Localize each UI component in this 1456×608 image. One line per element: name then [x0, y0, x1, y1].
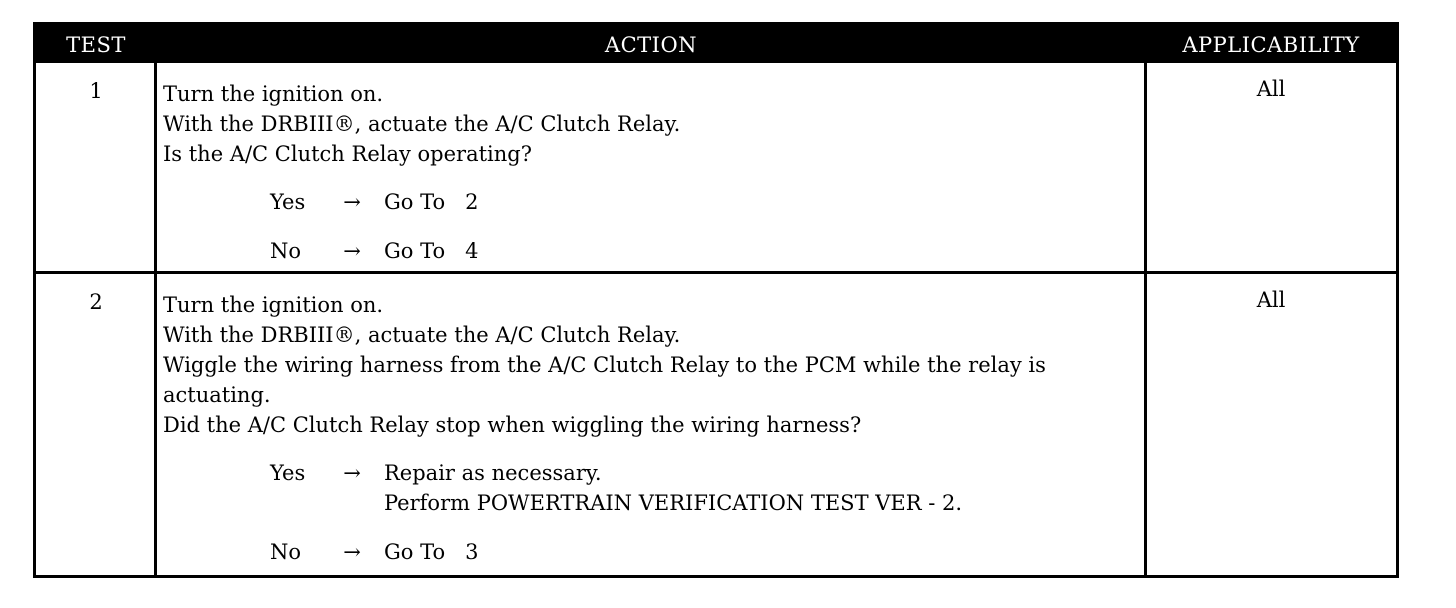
applicability-value: All: [1256, 288, 1286, 312]
no-result: Go To 3: [384, 537, 479, 567]
arrow-icon: →: [343, 540, 361, 564]
table-header: TEST ACTION APPLICABILITY: [36, 25, 1396, 63]
arrow-icon: →: [343, 239, 361, 263]
answer-yes: Yes → Repair as necessary. Perform POWER…: [270, 458, 1143, 518]
test-number: 2: [89, 290, 103, 314]
answer-no: No → Go To 3: [270, 537, 1143, 567]
arrow-icon: →: [343, 190, 361, 214]
no-result-text: Go To 4: [384, 239, 479, 263]
yes-result: Go To 2: [384, 187, 479, 217]
header-test: TEST: [66, 33, 126, 57]
column-divider: [1144, 63, 1147, 575]
action-step: Did the A/C Clutch Relay stop when wiggl…: [163, 413, 862, 437]
no-label: No: [270, 239, 302, 263]
action-cell: Turn the ignition on. With the DRBIII®, …: [163, 79, 1143, 285]
table-row: 1 Turn the ignition on. With the DRBIII®…: [36, 63, 1396, 271]
yes-result-text: Perform POWERTRAIN VERIFICATION TEST VER…: [384, 491, 963, 515]
no-result: Go To 4: [384, 236, 479, 266]
yes-result-text: Go To 2: [384, 190, 479, 214]
action-step: Turn the ignition on.: [163, 293, 384, 317]
yes-label: Yes: [270, 461, 306, 485]
no-label: No: [270, 540, 302, 564]
arrow-icon: →: [343, 461, 361, 485]
yes-result-text: Repair as necessary.: [384, 461, 602, 485]
yes-result: Repair as necessary. Perform POWERTRAIN …: [384, 458, 962, 518]
action-step: Turn the ignition on.: [163, 82, 384, 106]
answer-list: Yes → Repair as necessary. Perform POWER…: [270, 458, 1143, 567]
no-result-text: Go To 3: [384, 540, 479, 564]
yes-label: Yes: [270, 190, 306, 214]
applicability-value: All: [1256, 77, 1286, 101]
table-row: 2 Turn the ignition on. With the DRBIII®…: [36, 274, 1396, 578]
test-number: 1: [89, 79, 103, 103]
action-step: With the DRBIII®, actuate the A/C Clutch…: [163, 323, 681, 347]
action-cell: Turn the ignition on. With the DRBIII®, …: [163, 290, 1143, 586]
answer-yes: Yes → Go To 2: [270, 187, 1143, 217]
action-step: Is the A/C Clutch Relay operating?: [163, 142, 532, 166]
header-action: ACTION: [604, 33, 698, 57]
action-step: Wiggle the wiring harness from the A/C C…: [163, 353, 1046, 407]
row-divider: [36, 271, 1396, 274]
action-step: With the DRBIII®, actuate the A/C Clutch…: [163, 112, 681, 136]
answer-no: No → Go To 4: [270, 236, 1143, 266]
header-applicability: APPLICABILITY: [1182, 33, 1360, 57]
answer-list: Yes → Go To 2 No → Go To 4: [270, 187, 1143, 266]
column-divider: [154, 63, 157, 575]
diagnostic-test-table: TEST ACTION APPLICABILITY 1 Turn the ign…: [33, 22, 1399, 578]
